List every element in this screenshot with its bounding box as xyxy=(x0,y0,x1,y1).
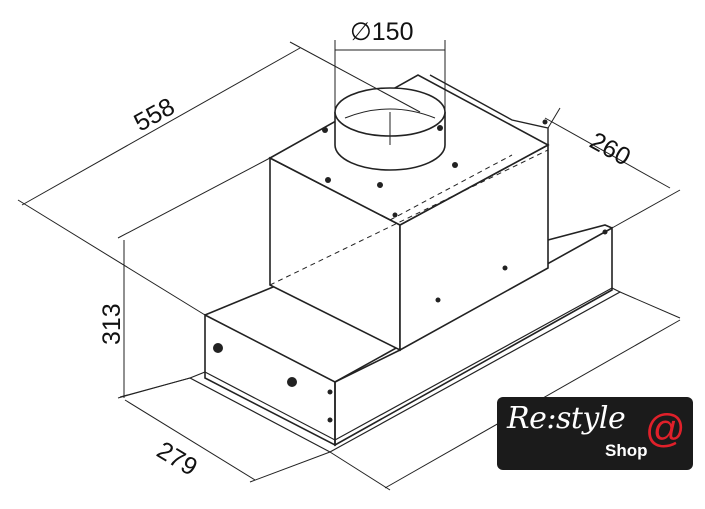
logo-main-text: Re:style xyxy=(507,401,626,436)
logo-sub-text: Shop xyxy=(605,441,648,460)
dim-width: 558 xyxy=(129,93,179,138)
hidden-edge xyxy=(269,149,549,286)
chassis-front-face xyxy=(204,313,336,447)
motor-box-back-edge xyxy=(429,74,549,145)
dim-duct-diameter: ∅150 xyxy=(350,18,414,46)
screws xyxy=(213,119,608,423)
dim-height: 313 xyxy=(98,303,126,345)
chassis-top-edge-back xyxy=(547,224,613,241)
chassis-top-edge-front xyxy=(334,349,401,383)
duct-flap xyxy=(344,108,436,145)
logo-at-cart-icon: @ xyxy=(645,407,686,451)
restyle-shop-logo: Re:style @ Shop xyxy=(497,397,693,470)
